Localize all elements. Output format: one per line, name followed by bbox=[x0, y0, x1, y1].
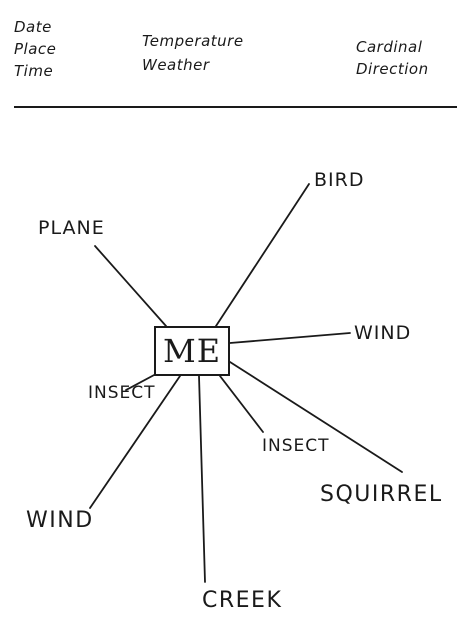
line-to-insect-left bbox=[125, 373, 157, 391]
time-field-label: Time bbox=[14, 62, 54, 80]
cardinal-field-label: Cardinal bbox=[356, 38, 423, 56]
date-field-label: Date bbox=[14, 18, 52, 36]
temperature-field-label: Temperature bbox=[142, 32, 244, 50]
place-field-label: Place bbox=[14, 40, 57, 58]
line-to-wind-right bbox=[229, 332, 351, 344]
label-creek: CREEK bbox=[202, 588, 283, 613]
line-to-wind-left bbox=[89, 375, 181, 509]
header-divider bbox=[14, 106, 457, 108]
label-squirrel: SQUIRREL bbox=[320, 482, 443, 507]
line-to-squirrel bbox=[229, 361, 403, 473]
weather-field-label: Weather bbox=[142, 56, 210, 74]
label-plane: PLANE bbox=[38, 217, 105, 239]
label-insect-right: INSECT bbox=[262, 436, 330, 456]
line-to-bird bbox=[215, 183, 310, 327]
line-to-creek bbox=[198, 375, 206, 583]
center-me-label: ME bbox=[162, 332, 222, 370]
label-wind-right: WIND bbox=[354, 322, 412, 344]
line-to-plane bbox=[94, 245, 167, 327]
line-to-insect-right bbox=[219, 375, 264, 433]
direction-field-label: Direction bbox=[356, 60, 429, 78]
label-wind-left: WIND bbox=[26, 508, 94, 533]
center-me-box: ME bbox=[154, 326, 230, 376]
label-bird: BIRD bbox=[314, 169, 365, 191]
label-insect-left: INSECT bbox=[88, 383, 156, 403]
